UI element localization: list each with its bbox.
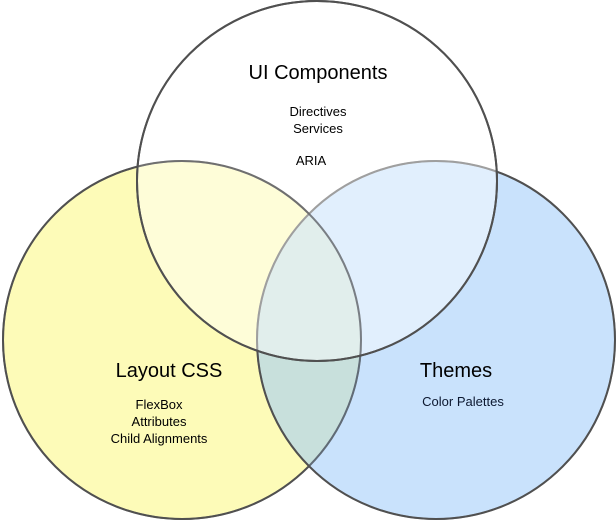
- set-item-directives: Directives: [289, 104, 347, 119]
- set-title-themes: Themes: [420, 360, 492, 382]
- circle-themes: [256, 160, 616, 520]
- set-item-services: Services: [293, 121, 343, 136]
- set-title-layout-css: Layout CSS: [116, 360, 223, 382]
- set-item-color-palettes: Color Palettes: [422, 394, 504, 409]
- circle-themes-outline: [256, 160, 616, 520]
- set-item-attributes: Attributes: [132, 414, 187, 429]
- circle-layout-css-outline: [2, 160, 362, 520]
- set-item-aria: ARIA: [296, 153, 327, 168]
- set-item-child-alignments: Child Alignments: [111, 431, 208, 446]
- circle-ui-components-outline: [136, 0, 498, 362]
- circle-ui-components: [136, 0, 498, 362]
- set-item-flexbox: FlexBox: [136, 397, 183, 412]
- set-title-ui-components: UI Components: [249, 62, 388, 84]
